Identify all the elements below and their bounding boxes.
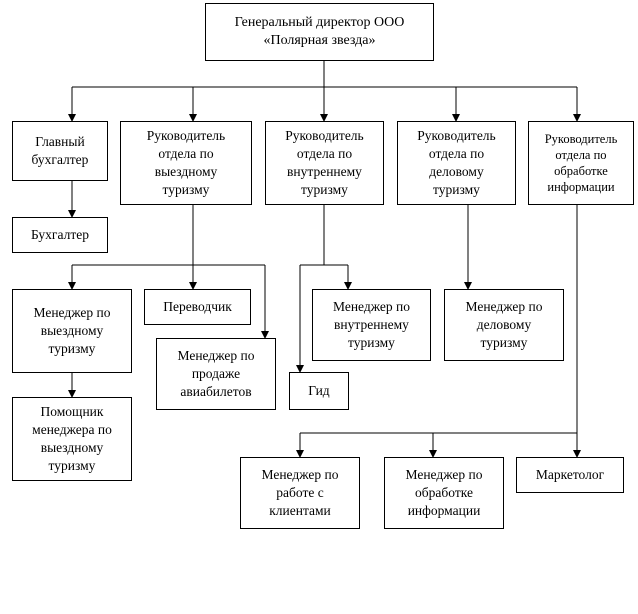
- node-assistant-manager: Помощник менеджера по выездному туризму: [12, 397, 132, 481]
- node-marketer-label: Маркетолог: [535, 467, 605, 482]
- node-head-outbound: Руководитель отдела по выездному туризму: [120, 121, 252, 205]
- node-accountant-label: Бухгалтер: [31, 227, 89, 242]
- node-translator-label: Переводчик: [163, 299, 232, 314]
- node-assistant-manager-label: Помощник менеджера по выездному туризму: [32, 404, 112, 473]
- node-guide: Гид: [289, 372, 349, 410]
- node-manager-air-tickets-label: Менеджер по продаже авиабилетов: [177, 348, 255, 399]
- node-head-domestic-label: Руководитель отдела по внутреннему туриз…: [285, 128, 364, 197]
- node-manager-domestic-label: Менеджер по внутреннему туризму: [333, 299, 410, 350]
- node-manager-outbound: Менеджер по выездному туризму: [12, 289, 132, 373]
- node-accountant: Бухгалтер: [12, 217, 108, 253]
- node-manager-info-label: Менеджер по обработке информации: [405, 467, 483, 518]
- node-chief-accountant: Главный бухгалтер: [12, 121, 108, 181]
- node-translator: Переводчик: [144, 289, 251, 325]
- node-manager-air-tickets: Менеджер по продаже авиабилетов: [156, 338, 276, 410]
- node-manager-clients-label: Менеджер по работе с клиентами: [261, 467, 339, 518]
- node-manager-clients: Менеджер по работе с клиентами: [240, 457, 360, 529]
- node-manager-business-label: Менеджер по деловому туризму: [465, 299, 543, 350]
- node-manager-business: Менеджер по деловому туризму: [444, 289, 564, 361]
- node-marketer: Маркетолог: [516, 457, 624, 493]
- node-manager-outbound-label: Менеджер по выездному туризму: [33, 305, 111, 356]
- node-head-info: Руководитель отдела по обработке информа…: [528, 121, 634, 205]
- node-guide-label: Гид: [308, 383, 330, 398]
- node-head-business-label: Руководитель отдела по деловому туризму: [417, 128, 496, 197]
- node-head-info-label: Руководитель отдела по обработке информа…: [544, 132, 618, 194]
- node-ceo-label: Генеральный директор ООО «Полярная звезд…: [234, 15, 405, 48]
- node-manager-info: Менеджер по обработке информации: [384, 457, 504, 529]
- node-head-domestic: Руководитель отдела по внутреннему туриз…: [265, 121, 384, 205]
- node-chief-accountant-label: Главный бухгалтер: [31, 134, 89, 167]
- node-manager-domestic: Менеджер по внутреннему туризму: [312, 289, 431, 361]
- node-ceo: Генеральный директор ООО «Полярная звезд…: [205, 3, 434, 61]
- node-head-business: Руководитель отдела по деловому туризму: [397, 121, 516, 205]
- node-head-outbound-label: Руководитель отдела по выездному туризму: [146, 128, 226, 197]
